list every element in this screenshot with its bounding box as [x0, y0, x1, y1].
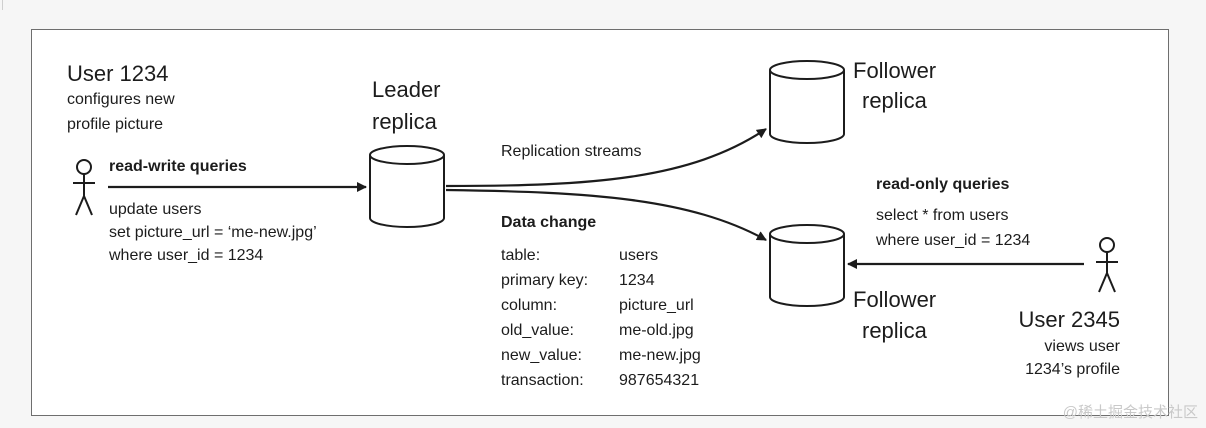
data-change-key: table:: [501, 247, 541, 264]
read-query-line2: where user_id = 1234: [876, 232, 1031, 249]
user-2345-name: User 2345: [1018, 307, 1120, 332]
write-query-line2: set picture_url = ‘me-new.jpg’: [109, 224, 317, 241]
write-query-line3: where user_id = 1234: [109, 247, 264, 264]
follower-bottom-label-line1: Follower: [853, 287, 937, 312]
data-change-key: new_value:: [501, 347, 582, 364]
user-2345-desc-line1: views user: [1044, 338, 1120, 355]
leader-database-icon: [369, 145, 445, 228]
data-change-row: column: picture_url: [501, 297, 694, 315]
data-change-row: table: users: [501, 247, 658, 265]
user-2345-desc-line2: 1234’s profile: [1025, 361, 1120, 378]
watermark: @稀土掘金技术社区: [1062, 404, 1198, 421]
user-1234-desc-line1: configures new: [67, 91, 175, 108]
replication-streams-label: Replication streams: [501, 143, 642, 160]
replication-arrow-top: [445, 128, 767, 188]
data-change-key: column:: [501, 297, 558, 314]
user-2345-figure-icon: [1096, 237, 1118, 293]
follower-top-database-icon: [769, 60, 845, 144]
follower-bottom-label-line2: replica: [862, 318, 927, 343]
data-change-row: old_value: me-old.jpg: [501, 322, 694, 340]
leader-label-line2: replica: [372, 109, 437, 134]
user-1234-figure-icon: [73, 159, 95, 216]
read-queries-label: read-only queries: [876, 176, 1010, 193]
data-change-row: primary key: 1234: [501, 272, 655, 290]
user-1234-name: User 1234: [67, 61, 169, 86]
data-change-value: 1234: [619, 272, 655, 289]
corner-mark: [2, 0, 7, 10]
write-queries-label: read-write queries: [109, 158, 247, 175]
data-change-value: me-old.jpg: [619, 322, 694, 339]
follower-top-label-line2: replica: [862, 88, 927, 113]
data-change-key: transaction:: [501, 372, 584, 389]
data-change-row: transaction: 987654321: [501, 372, 699, 390]
data-change-value: me-new.jpg: [619, 347, 701, 364]
data-change-value: picture_url: [619, 297, 694, 314]
follower-bottom-database-icon: [769, 224, 845, 307]
follower-top-label-line1: Follower: [853, 58, 937, 83]
data-change-value: users: [619, 247, 659, 264]
replication-arrow-bottom: [445, 188, 767, 241]
leader-label-line1: Leader: [372, 77, 441, 102]
data-change-key: primary key:: [501, 272, 589, 289]
read-query-line1: select * from users: [876, 207, 1009, 224]
data-change-row: new_value: me-new.jpg: [501, 347, 701, 365]
write-query-line1: update users: [109, 201, 202, 218]
diagram-frame: [31, 29, 1169, 416]
data-change-value: 987654321: [619, 372, 700, 389]
data-change-key: old_value:: [501, 322, 574, 339]
user-1234-desc-line2: profile picture: [67, 116, 164, 133]
data-change-title: Data change: [501, 214, 597, 231]
